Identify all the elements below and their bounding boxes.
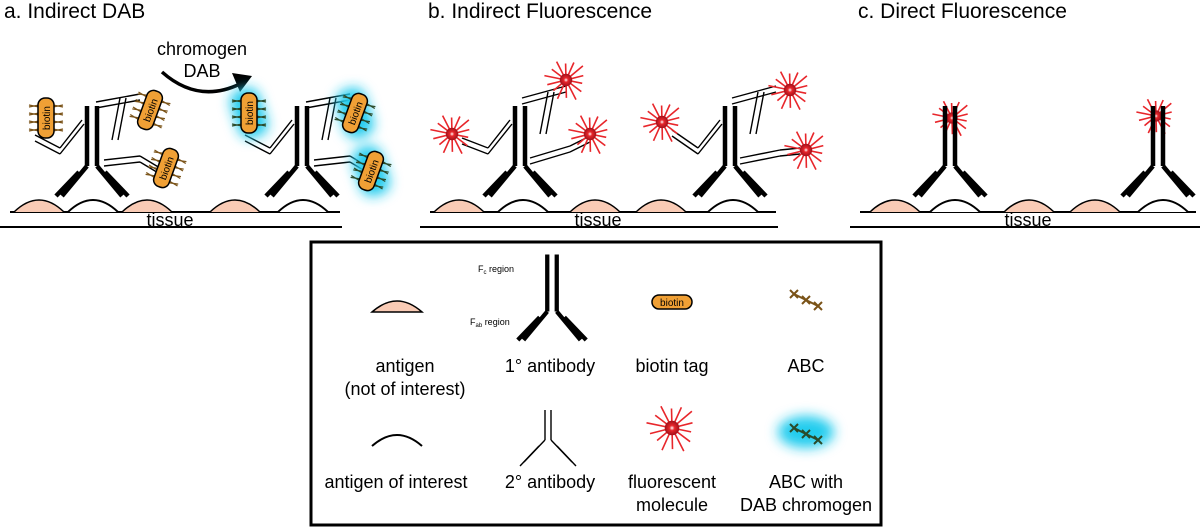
panel-a-secondary-antibody-2	[244, 93, 371, 175]
fluorescent-molecule	[568, 115, 608, 154]
tissue-a-label: tissue	[146, 210, 193, 230]
fluorescent-molecule	[646, 405, 693, 452]
legend-biotin-label: biotin tag	[635, 356, 708, 376]
biotin-text: biotin	[245, 101, 256, 125]
legend-antigen-sublabel: (not of interest)	[344, 379, 465, 399]
legend-biotin-icon: biotin	[651, 294, 693, 310]
panel-b-primary-antibody-1	[484, 106, 556, 196]
chromogen-arrow	[160, 70, 241, 94]
legend-dab-glow	[778, 416, 834, 448]
panel-a-primary-antibody-2	[266, 106, 338, 196]
biotin-tag-a6: biotin	[349, 150, 393, 192]
panel-a-secondary-antibody	[34, 93, 161, 175]
legend-antigen-interest-icon	[371, 434, 423, 447]
fc-region-label: Fc region	[478, 264, 514, 276]
panel-a-title: a. Indirect DAB	[4, 0, 145, 23]
fluorescent-molecules	[430, 61, 1172, 170]
tissue-c-label: tissue	[1004, 210, 1051, 230]
legend-primary-label: 1° antibody	[505, 356, 595, 376]
fluorescent-molecule	[784, 131, 824, 170]
antigens-of-interest	[67, 199, 1189, 213]
legend-antigen-icon	[370, 300, 424, 313]
panel-c-title: c. Direct Fluorescence	[858, 0, 1067, 23]
fab-region-label: Fab region	[470, 317, 510, 329]
dab-label: DAB	[183, 61, 220, 81]
biotin-tag-a1: biotin	[28, 97, 64, 139]
legend-fluorescent-sublabel: molecule	[636, 495, 708, 515]
legend-antigen-interest-label: antigen of interest	[324, 472, 467, 492]
fluorescent-molecule	[544, 61, 584, 100]
biotin-text: biotin	[42, 106, 53, 130]
biotin-text: biotin	[660, 298, 684, 309]
panel-b-title: b. Indirect Fluorescence	[428, 0, 652, 23]
panel-b-secondary-antibodies	[461, 85, 801, 165]
fluorescent-molecule	[640, 103, 680, 142]
legend-abc-dab-label: ABC with	[769, 472, 843, 492]
antigens-not-of-interest	[13, 199, 1121, 213]
legend-box	[309, 240, 883, 527]
legend-fluorescent-label: fluorescent	[628, 472, 716, 492]
legend-abc-label: ABC	[787, 356, 824, 376]
panel-a-primary-antibody-1	[56, 106, 128, 196]
biotin-tag-a2: biotin	[128, 89, 172, 131]
biotin-tag-a3: biotin	[144, 147, 188, 189]
panel-b-primary-antibody-2	[694, 106, 766, 196]
fluorescent-molecule	[932, 100, 968, 137]
legend-abc-dab-sublabel: DAB chromogen	[740, 495, 872, 515]
fluorescent-molecule	[430, 115, 470, 154]
legend-fluorescent-icon	[646, 405, 693, 452]
legend-secondary-label: 2° antibody	[505, 472, 595, 492]
chromogen-arrowhead	[232, 73, 252, 92]
legend-abc-icon	[789, 289, 823, 311]
legend-antigen-label: antigen	[375, 356, 434, 376]
legend-abc-dab-icon	[789, 423, 823, 445]
biotin-tag-a5: biotin	[333, 92, 377, 134]
biotin-tag-a4: biotin	[231, 92, 267, 134]
fluorescent-molecule	[768, 71, 808, 110]
tissue-b-label: tissue	[574, 210, 621, 230]
chromogen-label: chromogen	[157, 39, 247, 59]
